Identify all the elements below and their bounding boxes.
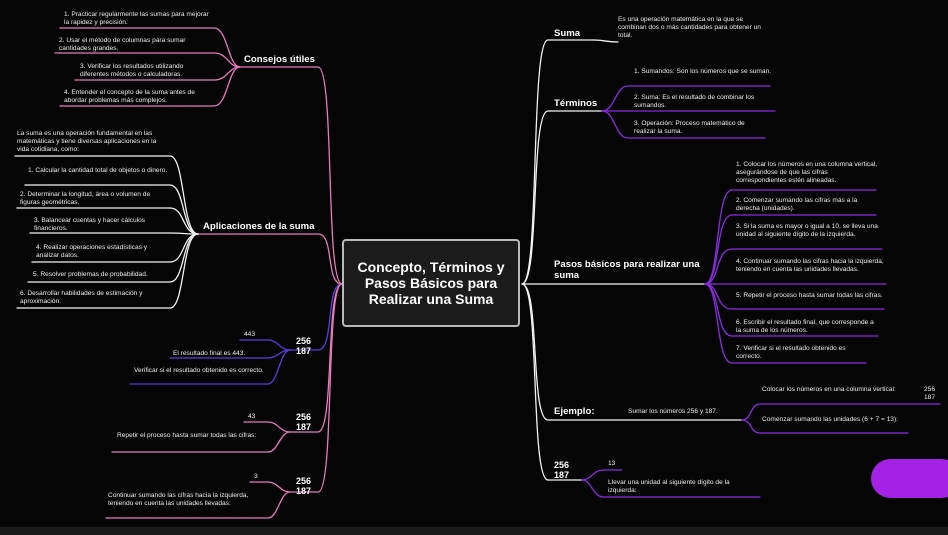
node-aplicacion-1: 1. Calcular la cantidad total de objetos… (28, 167, 168, 174)
node-llevar-stack-a[interactable]: 256 (554, 460, 570, 470)
node-llevar-desc: Llevar una unidad al siguiente dígito de… (608, 479, 730, 494)
connector-res443 (289, 283, 343, 351)
floating-action-button[interactable] (871, 459, 948, 498)
connector-res43 (289, 283, 343, 433)
connector-paso-3 (704, 248, 883, 285)
node-res443-b: Verificar si el resultado obtenido es co… (134, 367, 264, 374)
connector-consejos (239, 66, 343, 285)
connector-apl-intro (14, 155, 199, 235)
node-aplicaciones-intro: La suma es una operación fundamental en … (17, 130, 157, 153)
node-aplicacion-2: 2. Determinar la longitud, área o volume… (20, 191, 151, 206)
node-pasos[interactable]: Pasos básicos para realizar una suma (554, 259, 700, 281)
node-paso-2: 2. Comenzar sumando las cifras más a la … (736, 197, 858, 212)
node-res43-partial: 43 (248, 413, 256, 420)
connector-llevar-13 (581, 469, 623, 481)
node-aplicaciones[interactable]: Aplicaciones de la suma (203, 221, 315, 232)
connector-paso-2 (704, 214, 877, 285)
node-llevar-partial: 13 (608, 460, 616, 467)
node-ejemplo[interactable]: Ejemplo: (554, 406, 595, 417)
node-aplicacion-5: 5. Resolver problemas de probabilidad. (33, 271, 148, 278)
node-aplicacion-6: 6. Desarrollar habilidades de estimación… (20, 290, 143, 305)
connector-res43-a (111, 431, 291, 453)
node-consejo-4: 4. Entender el concepto de la suma antes… (64, 89, 195, 104)
node-res43-stack-a[interactable]: 256 (296, 412, 312, 422)
node-res43-stack-b[interactable]: 187 (296, 422, 312, 432)
bottom-bar (0, 527, 948, 535)
connector-consejo-2 (54, 52, 241, 68)
node-res443-partial: 443 (244, 331, 256, 338)
node-consejo-3: 3. Verificar los resultados utilizando d… (80, 63, 184, 78)
connector-consejo-4 (59, 66, 241, 107)
connector-apl-1 (24, 184, 199, 235)
node-res443-stack-a[interactable]: 256 (296, 336, 312, 346)
node-paso-3: 3. Si la suma es mayor o igual a 10, se … (736, 223, 878, 238)
node-res443-a: El resultado final es 443. (173, 350, 246, 357)
node-ejemplo-stack-b: 187 (924, 394, 936, 401)
node-llevar-stack-b[interactable]: 187 (554, 470, 570, 480)
node-paso-7: 7. Verificar si el resultado obtenido es… (736, 345, 846, 360)
connector-llevar-desc (581, 479, 761, 498)
node-suma[interactable]: Suma (554, 28, 581, 39)
node-ejemplo-sub: Sumar los números 256 y 187. (628, 408, 718, 415)
node-ejemplo-2: Comenzar sumando las unidades (6 + 7 = 1… (762, 416, 898, 423)
connector-term-3 (601, 110, 766, 139)
node-consejo-1: 1. Practicar regularmente las sumas para… (64, 11, 209, 26)
node-termino-3: 3. Operación: Proceso matemático de real… (634, 120, 745, 135)
connector-ej-1 (741, 403, 941, 421)
connector-res3 (289, 283, 343, 493)
node-termino-1: 1. Sumandos: Son los números que se suma… (634, 68, 772, 75)
connector-suma-desc (593, 39, 619, 43)
node-ejemplo-stack-a: 256 (924, 386, 936, 393)
connector-res3-a (105, 491, 291, 519)
node-res3-a: Continuar sumando las cifras hacia la iz… (108, 492, 249, 507)
node-paso-4: 4. Continuar sumando las cifras hacia la… (736, 258, 884, 273)
node-terminos[interactable]: Términos (554, 98, 598, 109)
node-paso-1: 1. Colocar los números en una columna ve… (736, 161, 878, 184)
connector-term-1 (601, 85, 771, 112)
connector-apl-2 (16, 207, 199, 235)
node-res3-stack-b[interactable]: 187 (296, 486, 312, 496)
node-suma-desc: Es una operación matemática en la que se… (618, 16, 761, 39)
connector-ejemplo (521, 283, 743, 421)
node-res3-stack-a[interactable]: 256 (296, 476, 312, 486)
connector-res443-b (129, 349, 291, 385)
connector-paso-1 (704, 189, 877, 285)
connector-aplicaciones (197, 233, 343, 285)
connector-consejo-1 (59, 27, 241, 68)
connector-ej-2 (741, 419, 909, 434)
node-aplicacion-3: 3. Balancear cuentas y hacer cálculos fi… (34, 217, 146, 232)
connector-apl-3 (29, 232, 199, 235)
node-termino-2: 2. Suma: Es el resultado de combinar los… (634, 94, 755, 109)
connector-res43-top (243, 421, 291, 433)
connector-apl-6 (16, 233, 199, 309)
node-consejos[interactable]: Consejos útiles (244, 54, 315, 65)
node-res43-a: Repetir el proceso hasta sumar todas las… (117, 432, 257, 439)
node-paso-6: 6. Escribir el resultado final, que corr… (736, 319, 874, 334)
node-aplicacion-4: 4. Realizar operaciones estadísticas y a… (36, 244, 148, 259)
node-res443-stack-b[interactable]: 187 (296, 346, 312, 356)
node-paso-5: 5. Repetir el proceso hasta sumar todas … (736, 292, 883, 299)
connector-suma (521, 39, 595, 285)
connector-terminos (521, 110, 603, 285)
central-topic[interactable]: Concepto, Términos y Pasos Básicos para … (342, 239, 520, 327)
connector-res443-top (239, 339, 291, 351)
node-res3-partial: 3 (254, 473, 258, 480)
connector-paso-7 (704, 283, 867, 364)
connector-llevar (521, 283, 583, 481)
node-ejemplo-1: Colocar los números en una columna verti… (762, 386, 896, 393)
connector-res3-top (249, 481, 291, 493)
node-consejo-2: 2. Usar el método de columnas para sumar… (59, 37, 186, 52)
